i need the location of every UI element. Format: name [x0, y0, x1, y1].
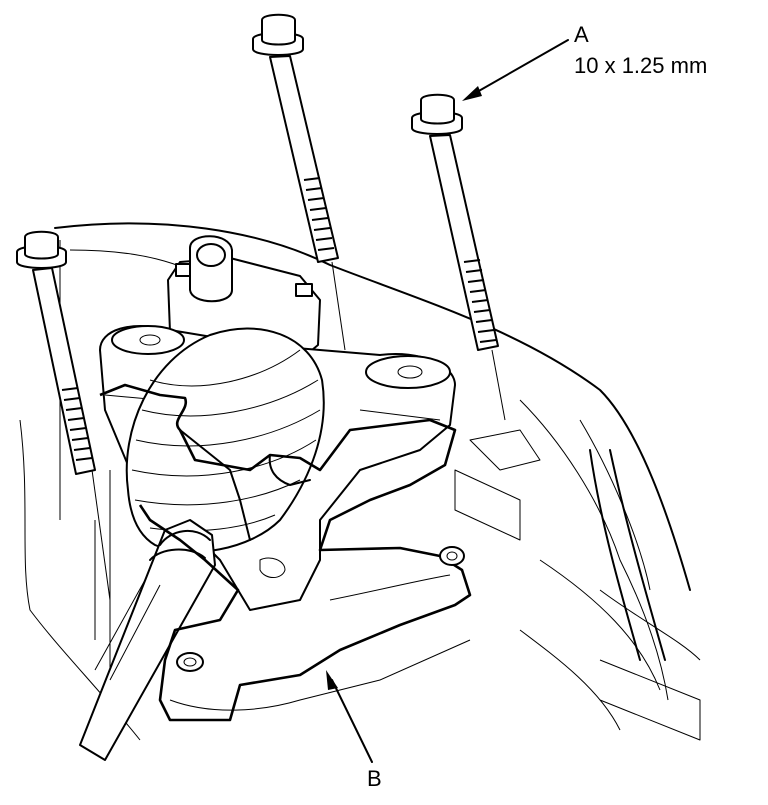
bolt-right-a	[411, 93, 506, 421]
drive-shaft	[79, 519, 216, 761]
bolt-left	[16, 230, 111, 601]
callout-b-leader	[326, 670, 373, 763]
cv-boot	[125, 327, 325, 553]
callout-a-letter: A	[574, 22, 589, 47]
callout-b-letter: B	[367, 766, 382, 791]
engine-body-outline	[19, 222, 701, 741]
callout-a-spec: 10 x 1.25 mm	[574, 53, 708, 78]
bracket-b	[99, 383, 472, 722]
bolt-center	[252, 13, 346, 351]
callout-a-leader	[462, 39, 569, 101]
